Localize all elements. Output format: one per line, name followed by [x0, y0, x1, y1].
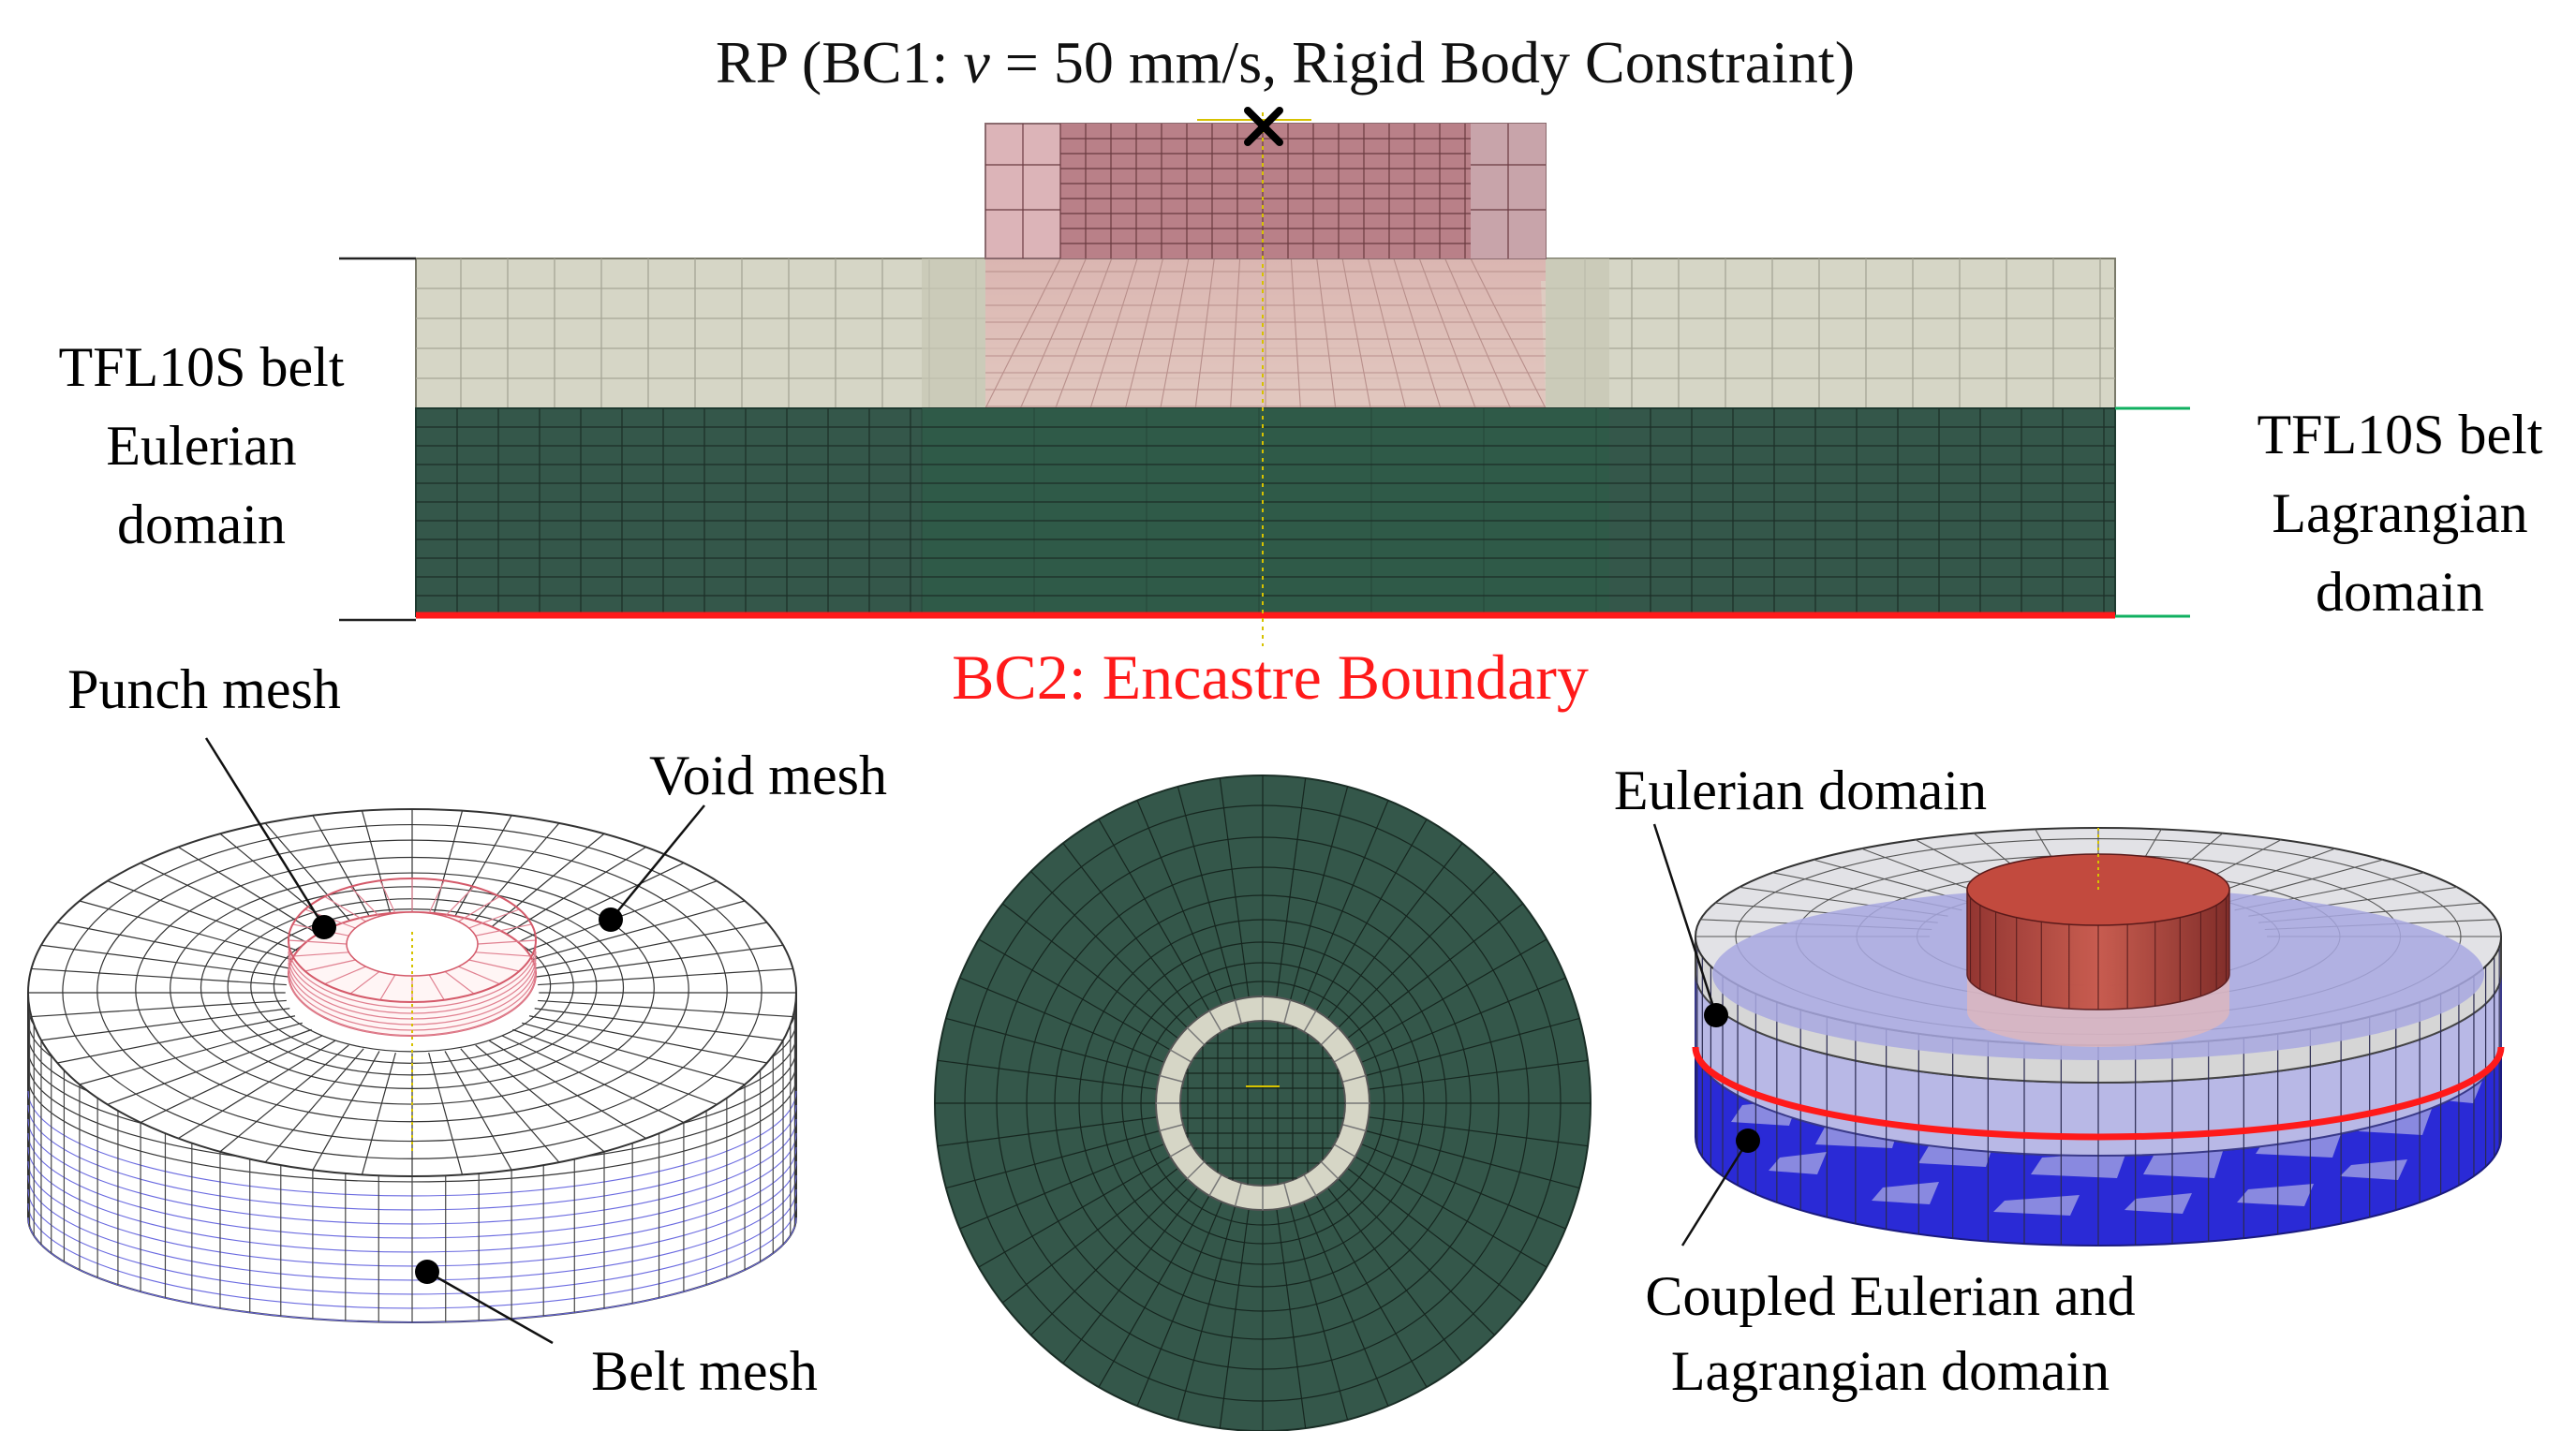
punch-cylinder-grid	[1969, 897, 2228, 1010]
cel-callouts	[1652, 823, 1760, 1247]
coupling-interface-line	[1692, 1046, 2505, 1141]
eulerian-domain-label: Eulerian domain	[1614, 760, 1987, 821]
right-domain-label-1: TFL10S belt	[2257, 404, 2542, 465]
disk-center-grid	[1180, 1021, 1345, 1186]
punch-ring-hole	[346, 911, 479, 977]
disk-grid	[935, 775, 1591, 1431]
belt-mesh-label: Belt mesh	[591, 1340, 818, 1402]
coupled-label-2: Lagrangian domain	[1671, 1340, 2110, 1402]
punch-grid	[985, 124, 1546, 258]
left-domain-label-2: Eulerian	[106, 415, 296, 477]
coupled-dot	[1736, 1129, 1760, 1153]
eulerian-shade-right	[1546, 258, 1609, 408]
punch-projection-grid	[985, 258, 1547, 409]
punch-mesh-label: Punch mesh	[67, 658, 341, 720]
punch-mesh-dot	[312, 915, 336, 939]
reference-point-marker	[1244, 107, 1283, 146]
lagrangian-grid	[416, 408, 2115, 616]
rp-label: RP (BC1: v = 50 mm/s, Rigid Body Constra…	[716, 29, 1855, 96]
left-domain-label-3: domain	[117, 494, 286, 555]
coupled-label-1: Coupled Eulerian and	[1645, 1265, 2135, 1327]
left-domain-label-1: TFL10S belt	[58, 336, 344, 398]
mesh-callouts	[204, 737, 705, 1345]
cel-3d-view	[1692, 827, 2505, 1247]
eulerian-shade-left	[922, 258, 985, 408]
top-view-disk	[934, 775, 1591, 1431]
punch-core	[1060, 124, 1471, 258]
right-domain-label-2: Lagrangian	[2272, 482, 2527, 544]
right-domain-label-3: domain	[2316, 561, 2484, 623]
void-ring-spokes	[1156, 996, 1369, 1210]
punch-ring-top	[288, 878, 537, 1003]
belt-mesh-dot	[415, 1260, 439, 1284]
cross-section-view	[339, 107, 2190, 646]
void-mesh-label: Void mesh	[649, 745, 887, 806]
mesh-wireframe-view	[27, 808, 797, 1323]
void-mesh-dot	[599, 907, 623, 932]
bc2-label: BC2: Encastre Boundary	[952, 642, 1589, 713]
lagrangian-center-region	[922, 408, 1609, 616]
eulerian-dot	[1704, 1003, 1728, 1027]
